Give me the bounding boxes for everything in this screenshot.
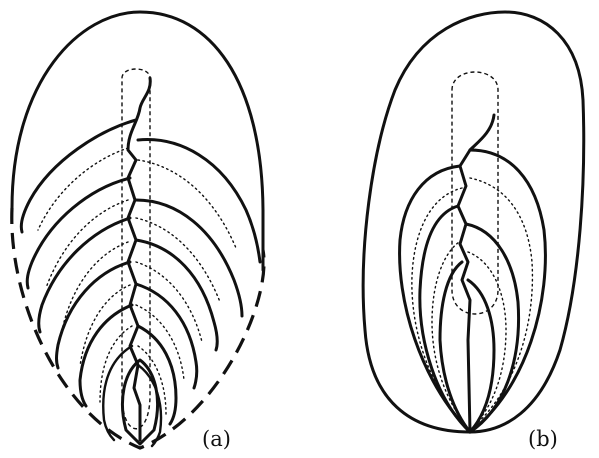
panel-b-right-arch-1 <box>470 150 545 432</box>
panel-a-left-vein-6 <box>103 346 132 440</box>
panel-a-dotted-vein-l1 <box>38 148 128 230</box>
panel-b-midrib <box>458 115 494 432</box>
panel-a-right-vein-1 <box>138 140 260 262</box>
panel-b-right-arch-3 <box>468 280 494 432</box>
panel-b-label: (b) <box>528 427 558 451</box>
panel-b-dotted-arch-r1 <box>470 178 532 428</box>
panel-a-label: (a) <box>202 427 231 451</box>
panel-a-left-vein-4 <box>57 262 131 368</box>
panel-a: (a) <box>12 12 264 451</box>
panel-b-outline <box>363 12 584 432</box>
panel-a-right-vein-2 <box>136 200 242 316</box>
panel-b-inner-dashed-region <box>452 72 498 314</box>
panel-b-dotted-arch-l2 <box>432 240 468 428</box>
panel-b: (b) <box>363 12 584 451</box>
panel-a-midrib <box>128 78 150 440</box>
